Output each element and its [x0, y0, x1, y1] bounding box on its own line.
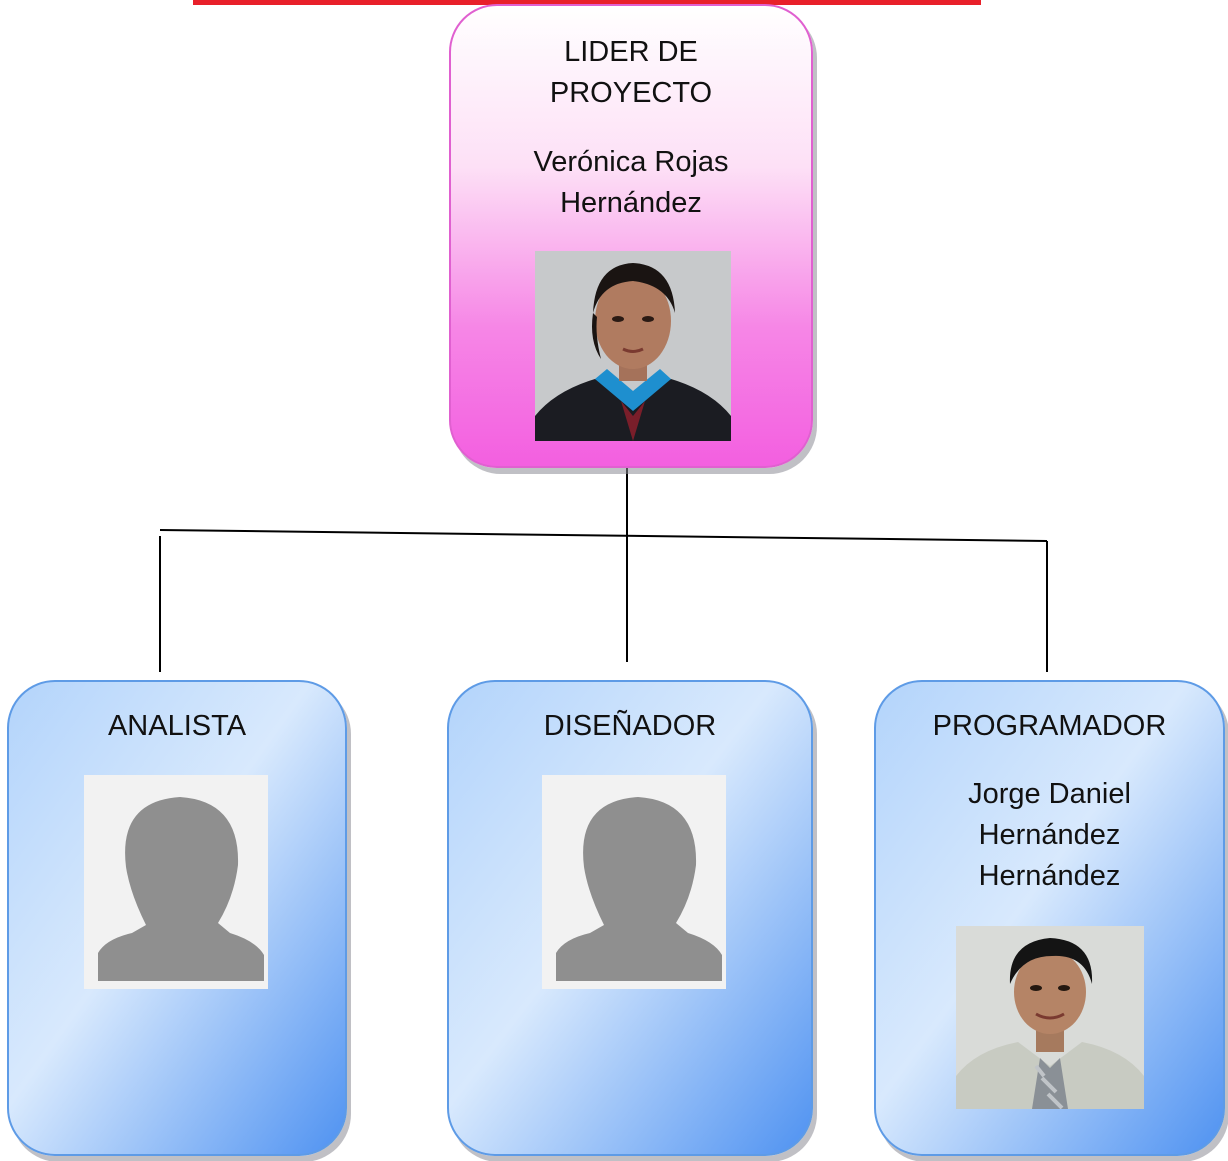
programmer-name: Jorge Daniel Hernández Hernández	[968, 778, 1131, 892]
programmer-role: PROGRAMADOR	[932, 710, 1167, 742]
programmer-photo	[956, 926, 1144, 1109]
designer-photo	[542, 775, 726, 989]
designer-role: DISEÑADOR	[543, 710, 717, 742]
leader-photo	[535, 251, 731, 441]
programmer-card: PROGRAMADOR Jorge Daniel Hernández Herná…	[874, 680, 1225, 1156]
leader-name: Verónica Rojas Hernández	[533, 146, 729, 219]
horizontal-connector	[159, 529, 1048, 542]
top-accent-bar	[193, 0, 981, 5]
analyst-role: ANALISTA	[107, 710, 247, 742]
placeholder-silhouette-icon	[84, 775, 268, 989]
leader-role: LIDER DE PROYECTO	[549, 36, 713, 109]
leader-card: LIDER DE PROYECTO Verónica Rojas Hernánd…	[449, 4, 813, 468]
woman-portrait-icon	[535, 251, 731, 441]
man-portrait-icon	[956, 926, 1144, 1109]
analyst-photo	[84, 775, 268, 989]
designer-card: DISEÑADOR	[447, 680, 813, 1156]
placeholder-silhouette-icon	[542, 775, 726, 989]
analyst-card: ANALISTA	[7, 680, 347, 1156]
